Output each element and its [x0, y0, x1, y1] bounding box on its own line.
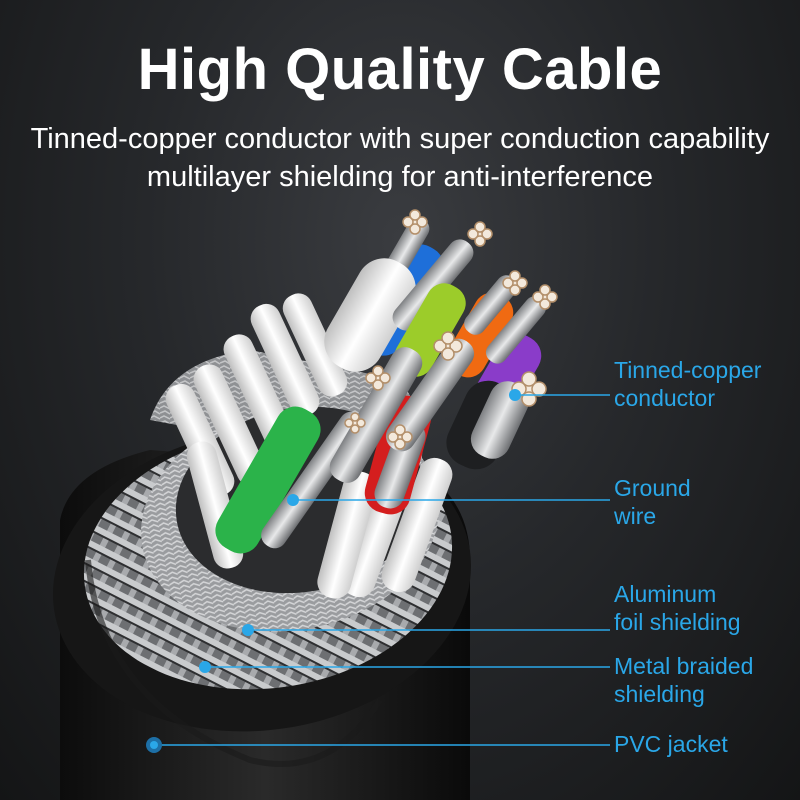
callout-dots	[146, 389, 521, 753]
callout-aluminum-foil-shielding: Aluminum foil shielding	[614, 580, 741, 636]
callout-label-line-1: Metal braided	[614, 653, 754, 679]
dot-tinned-copper	[509, 389, 521, 401]
subheadline-line-2: multilayer shielding for anti-interferen…	[146, 161, 654, 193]
callout-label-line-1: PVC jacket	[614, 731, 728, 757]
colored-wires	[215, 217, 547, 554]
callout-metal-braided-shielding: Metal braided shielding	[614, 652, 753, 708]
subheadline: Tinned-copper conductor with super condu…	[0, 120, 800, 196]
conductor-tips	[344, 209, 558, 450]
callout-label-line-1: Tinned-copper	[614, 357, 762, 383]
callout-ground-wire: Ground wire	[614, 474, 691, 530]
callout-label-line-2: foil shielding	[614, 609, 741, 635]
callout-tinned-copper-conductor: Tinned-copper conductor	[614, 356, 761, 412]
callout-label-line-2: shielding	[614, 681, 705, 707]
callout-label-line-2: conductor	[614, 385, 716, 411]
dot-ground-wire	[287, 494, 299, 506]
callout-label-line-1: Aluminum	[614, 581, 717, 607]
callout-label-line-1: Ground	[614, 475, 691, 501]
callout-label-line-2: wire	[614, 503, 657, 529]
dot-metal-braid	[199, 661, 211, 673]
callout-pvc-jacket: PVC jacket	[614, 730, 728, 758]
subheadline-line-1: Tinned-copper conductor with super condu…	[30, 123, 770, 155]
callout-leaders	[154, 394, 610, 746]
headline: High Quality Cable	[137, 37, 663, 102]
dot-aluminum-foil	[242, 624, 254, 636]
